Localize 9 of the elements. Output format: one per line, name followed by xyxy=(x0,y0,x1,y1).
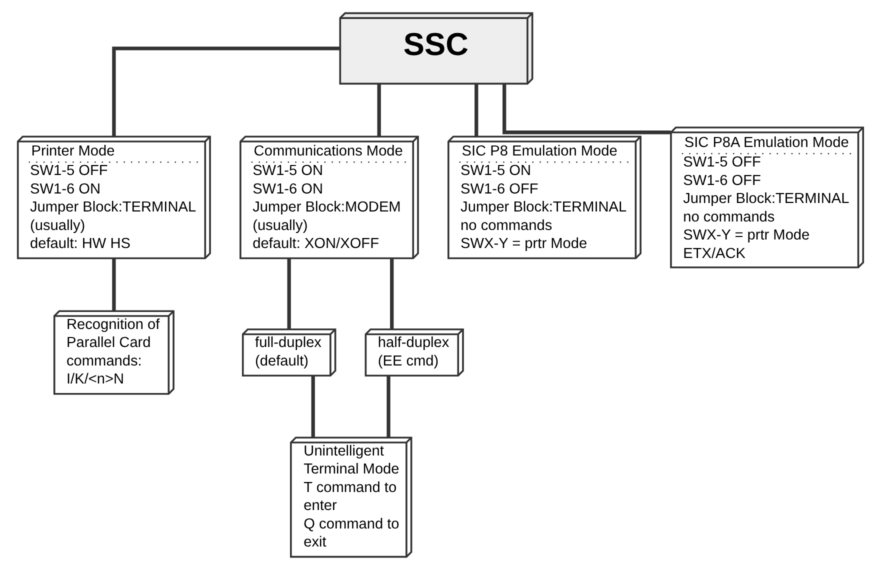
connector xyxy=(287,258,291,330)
connector xyxy=(311,376,315,438)
connector xyxy=(386,376,390,438)
connector xyxy=(377,84,381,136)
connector xyxy=(502,84,671,134)
connector xyxy=(390,258,394,330)
connector xyxy=(112,46,340,136)
connector xyxy=(112,258,116,311)
connector xyxy=(474,84,478,136)
